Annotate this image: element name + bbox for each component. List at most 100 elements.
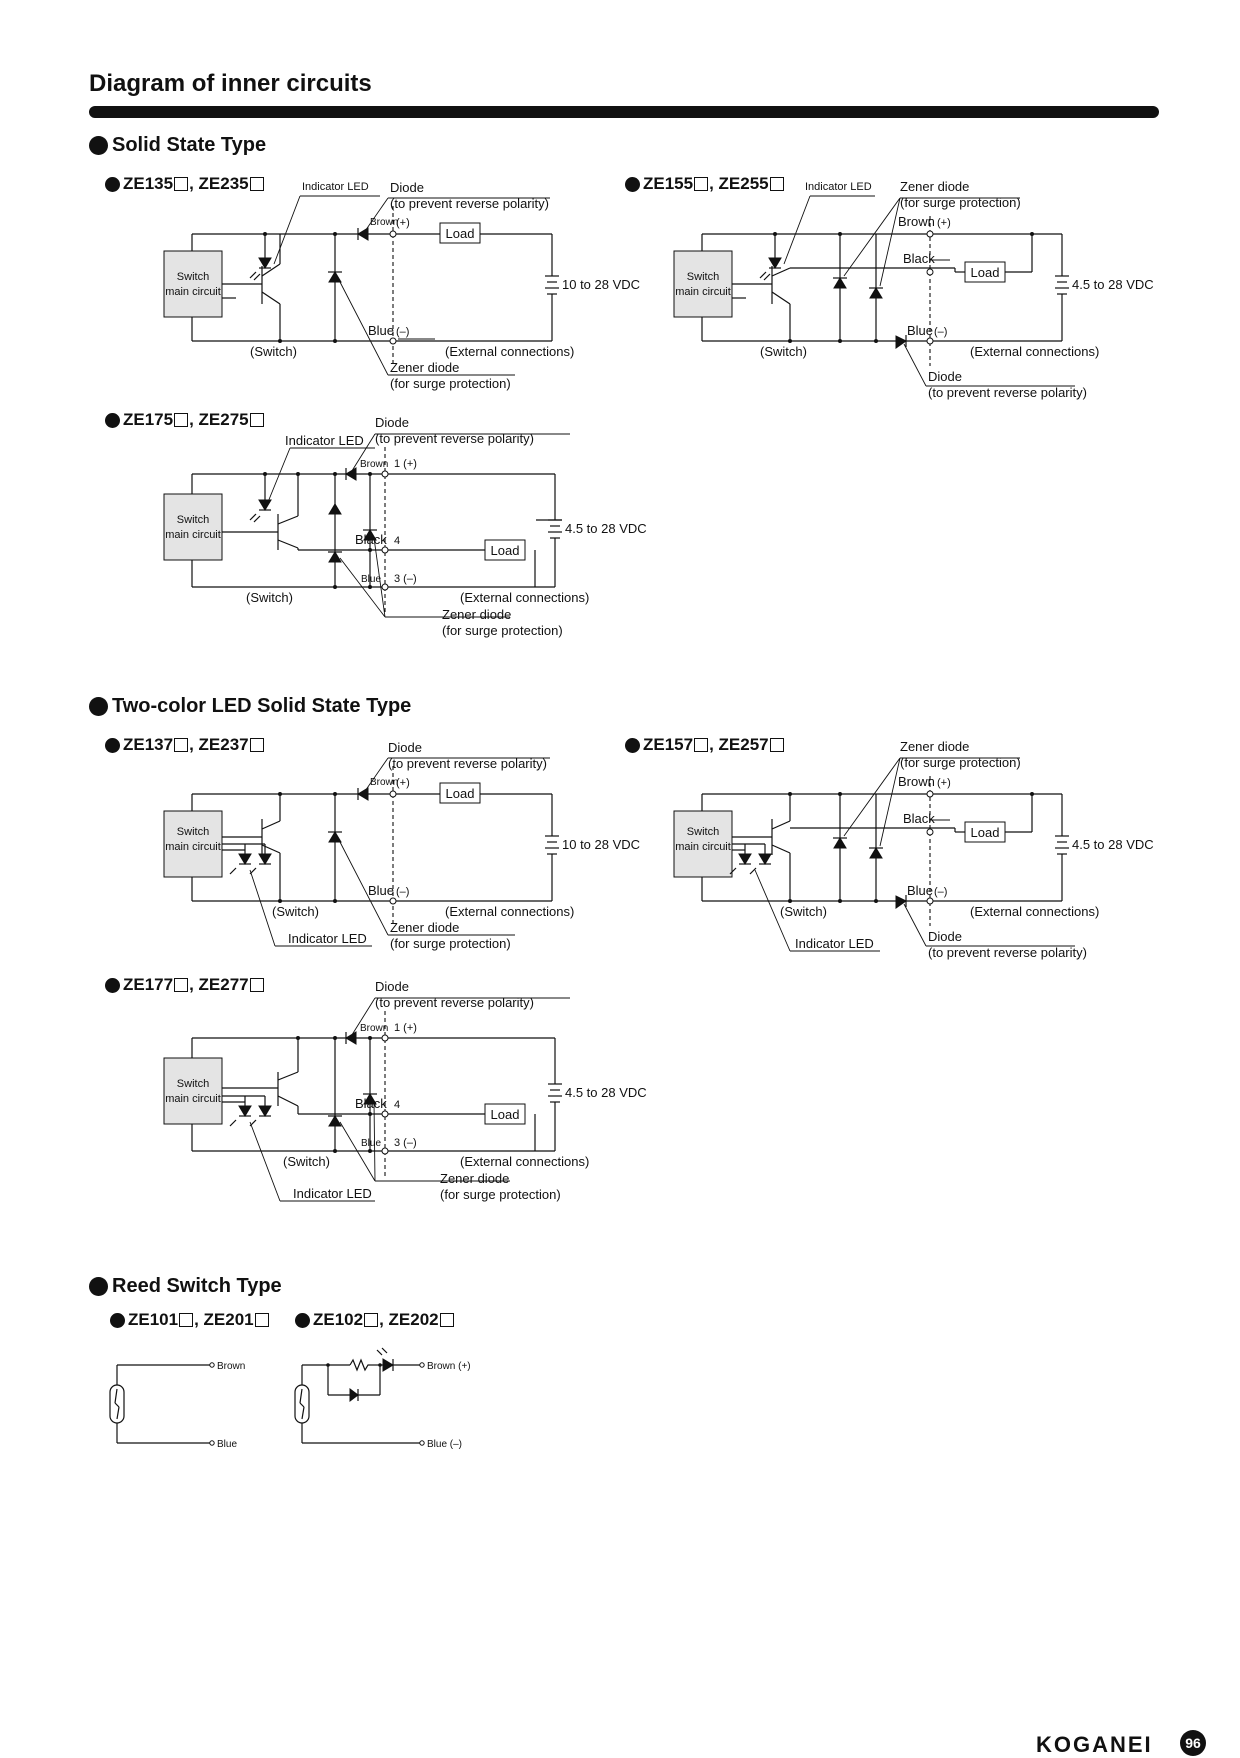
- bullet-icon: [110, 1312, 125, 1328]
- junction-dot: [278, 792, 282, 796]
- black-label: Black: [355, 532, 387, 547]
- wiring: [163, 1037, 562, 1152]
- bullet-icon: [89, 1277, 108, 1296]
- bullet-icon: [295, 1312, 310, 1328]
- circuit-diagram-ze175: Switch main circuit Indicator LED Diode …: [163, 415, 647, 638]
- leader-line: [249, 1121, 375, 1202]
- plus-label: (+): [937, 777, 951, 789]
- diode-label: Diode: [375, 979, 409, 994]
- wiring: [163, 233, 559, 342]
- leader-line: [267, 447, 375, 503]
- switch-label: (Switch): [283, 1154, 330, 1169]
- zener-diode-icon: [833, 837, 883, 859]
- load-label: Load: [971, 825, 1000, 840]
- circuit-diagram-ze102: Brown (+) Blue (–): [294, 1347, 471, 1450]
- pin4-label: 4: [394, 535, 400, 547]
- terminal-blue: [926, 897, 934, 905]
- title-rule: [89, 106, 1159, 118]
- led-icon: [376, 1347, 394, 1372]
- indicator-led-label: Indicator LED: [293, 1186, 372, 1201]
- circuit-diagram-ze135: Switch main circuit Indicator LED Diode …: [163, 180, 640, 391]
- voltage-label: 10 to 28 VDC: [562, 277, 640, 292]
- zener-diode-label: Zener diode: [440, 1171, 509, 1186]
- junction-dot: [378, 1363, 382, 1367]
- reverse-polarity-diode-icon: [895, 335, 907, 349]
- external-connections-label: (External connections): [460, 590, 589, 605]
- load-label: Load: [491, 543, 520, 558]
- junction-dot: [874, 339, 878, 343]
- junction-dot: [333, 339, 337, 343]
- leader-line: [339, 537, 510, 618]
- reverse-polarity-label: (to prevent reverse polarity): [375, 431, 534, 446]
- junction-dot: [368, 1112, 372, 1116]
- page-number: 96: [1180, 1730, 1206, 1756]
- diode-icon: [349, 1388, 359, 1402]
- terminal-brown: [419, 1362, 425, 1368]
- switch-main-circuit-label: Switch: [177, 1078, 209, 1090]
- switch-label: (Switch): [780, 904, 827, 919]
- blue-label: Blue: [361, 1138, 381, 1149]
- suffix-box-icon: [254, 1313, 269, 1327]
- junction-dot: [788, 339, 792, 343]
- suffix-box-icon: [249, 738, 264, 752]
- diode-label: Diode: [388, 740, 422, 755]
- leader-line: [349, 433, 570, 475]
- wiring: [163, 793, 559, 902]
- zener-diode-icon: [328, 1093, 377, 1127]
- brown-label: Brown: [898, 774, 935, 789]
- reed-switch-icon: [109, 1384, 125, 1424]
- terminal-blue: [381, 1147, 389, 1155]
- suffix-box-icon: [694, 738, 709, 752]
- terminal-black: [926, 828, 934, 836]
- suffix-box-icon: [174, 978, 189, 992]
- blue-label: Blue: [368, 883, 394, 898]
- terminal-brown: [209, 1362, 215, 1368]
- model-heading-ze177: ZE177, ZE277: [105, 975, 265, 995]
- terminal-brown: [926, 790, 934, 798]
- pin1-label: 1 (+): [394, 458, 417, 470]
- terminal-brown: [926, 230, 934, 238]
- junction-dot: [333, 1149, 337, 1153]
- voltage-label: 4.5 to 28 VDC: [1072, 277, 1154, 292]
- terminal-blue: [209, 1440, 215, 1446]
- leader-line: [783, 195, 875, 265]
- junction-dot: [326, 1363, 330, 1367]
- junction-dot: [368, 1149, 372, 1153]
- junction-dot: [333, 585, 337, 589]
- switch-main-circuit-label: main circuit: [165, 286, 221, 298]
- wiring: [301, 1364, 420, 1444]
- wiring: [163, 473, 562, 588]
- circuit-diagram-ze155: Switch main circuit Indicator LED Zener …: [673, 179, 1154, 400]
- surge-protection-label: (for surge protection): [900, 195, 1021, 210]
- junction-dot: [838, 899, 842, 903]
- diode-label: Diode: [928, 369, 962, 384]
- leader-line: [843, 757, 1020, 847]
- black-label: Black: [903, 251, 935, 266]
- junction-dot: [368, 472, 372, 476]
- switch-main-circuit-label: main circuit: [165, 841, 221, 853]
- switch-main-circuit-label: main circuit: [675, 286, 731, 298]
- blue-label: Blue: [217, 1439, 237, 1450]
- junction-dot: [333, 1036, 337, 1040]
- switch-main-circuit-box: [163, 1057, 223, 1125]
- indicator-led-icon: [759, 257, 782, 281]
- indicator-led-label: Indicator LED: [805, 181, 872, 193]
- minus-label: (–): [396, 326, 409, 338]
- load-box: [964, 261, 1006, 283]
- pin4-label: 4: [394, 1099, 400, 1111]
- plus-label: (+): [396, 217, 410, 229]
- switch-main-circuit-box: [163, 250, 223, 318]
- terminal-black: [926, 268, 934, 276]
- plus-label: (+): [937, 217, 951, 229]
- voltage-label: 4.5 to 28 VDC: [565, 521, 647, 536]
- model-heading-ze135: ZE135, ZE235: [105, 174, 265, 194]
- junction-dot: [368, 585, 372, 589]
- reverse-polarity-diode-icon: [345, 467, 357, 481]
- pin3-label: 3 (–): [394, 1137, 417, 1149]
- bullet-icon: [625, 737, 640, 753]
- suffix-box-icon: [249, 413, 264, 427]
- circuit-diagram-ze157: Switch main circuit Zener diode (for sur…: [673, 739, 1154, 960]
- suffix-box-icon: [694, 177, 709, 191]
- external-connections-label: (External connections): [445, 904, 574, 919]
- load-label: Load: [491, 1107, 520, 1122]
